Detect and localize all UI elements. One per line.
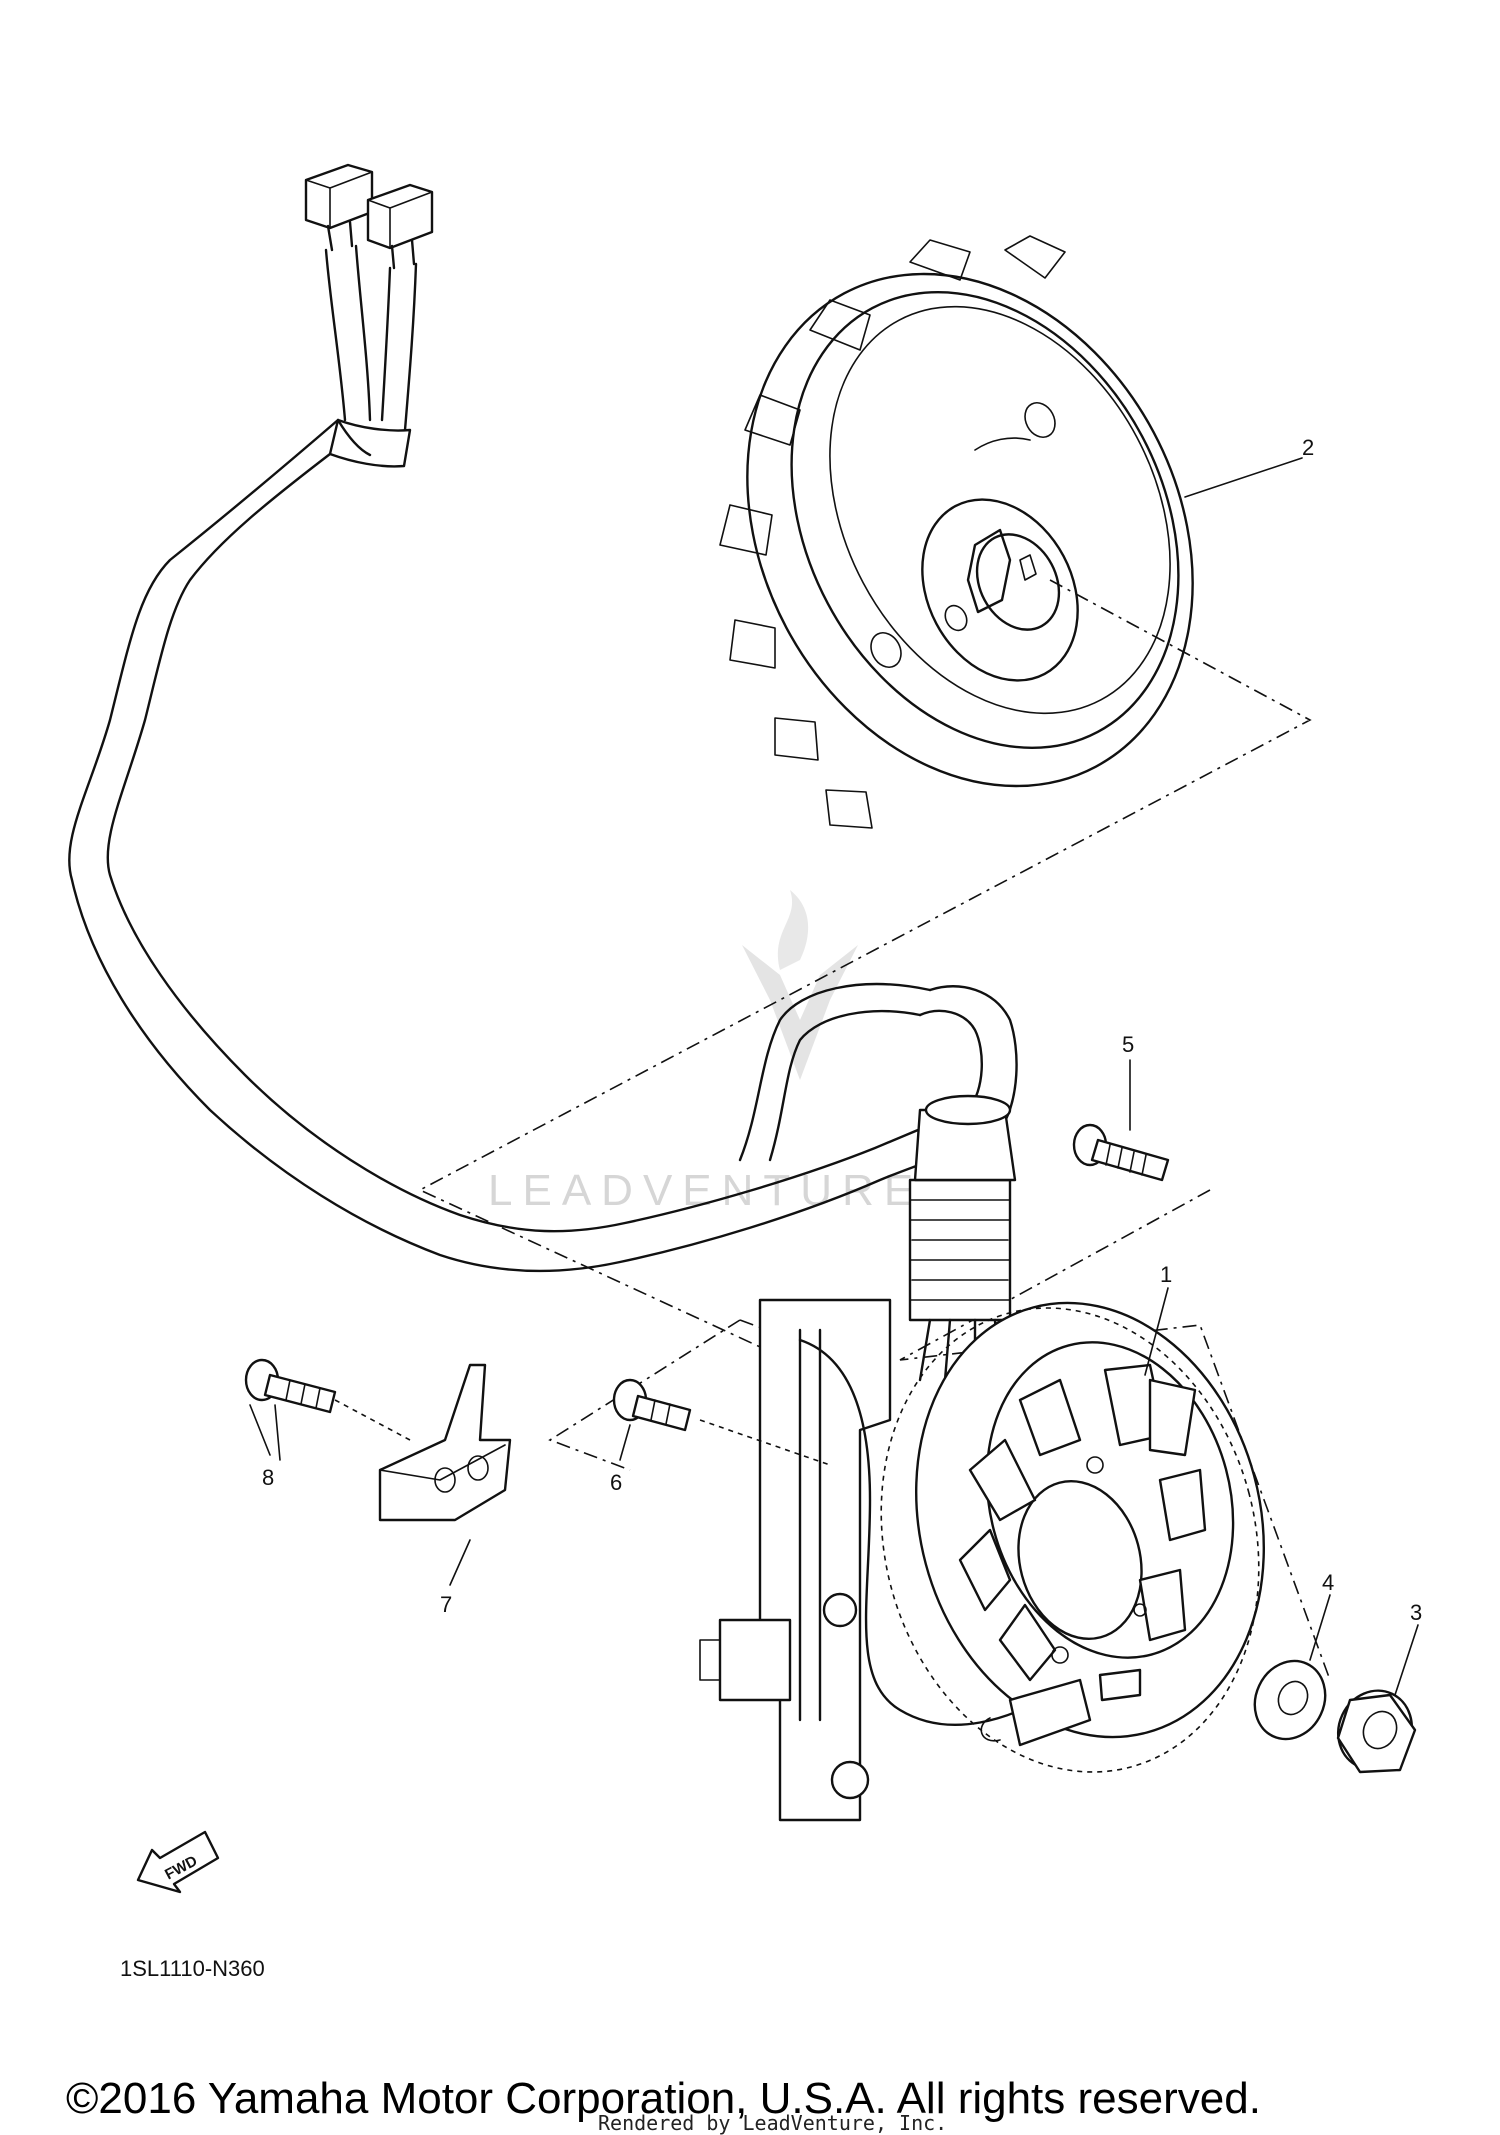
callout-1: 1 [1160,1262,1172,1287]
callout-7: 7 [440,1592,452,1617]
stator-assembly [699,1298,1265,1822]
callout-6: 6 [610,1470,622,1495]
clamp-bracket [378,1363,512,1586]
bolt-6 [612,1378,831,1466]
harness-connectors [304,163,434,432]
part-code: 1SL1110-N360 [120,1956,265,1981]
washer [1253,1659,1327,1741]
flywheel-rotor [719,235,1194,829]
stator-harness [738,982,1018,1382]
wiring-harness [68,418,1002,1273]
callout-8: 8 [262,1465,274,1490]
watermark-text: LEADVENTURE [488,1166,923,1215]
callout-5: 5 [1122,1032,1134,1057]
fwd-arrow-icon: FWD [136,1830,220,1894]
callout-3: 3 [1410,1600,1422,1625]
leader-lines [1144,457,1419,1696]
callout-4: 4 [1322,1570,1334,1595]
callout-2: 2 [1302,435,1314,460]
leadventure-watermark: LEADVENTURE [488,890,923,1215]
flange-nut [1336,1689,1417,1774]
rendered-by-notice: Rendered by LeadVenture, Inc. [598,2111,947,2135]
bolt-5 [1072,1059,1170,1182]
copyright-notice: ©2016 Yamaha Motor Corporation, U.S.A. A… [66,2074,1261,2123]
alignment-line-rotor [418,579,1312,1371]
bolt-8 [244,1358,411,1461]
